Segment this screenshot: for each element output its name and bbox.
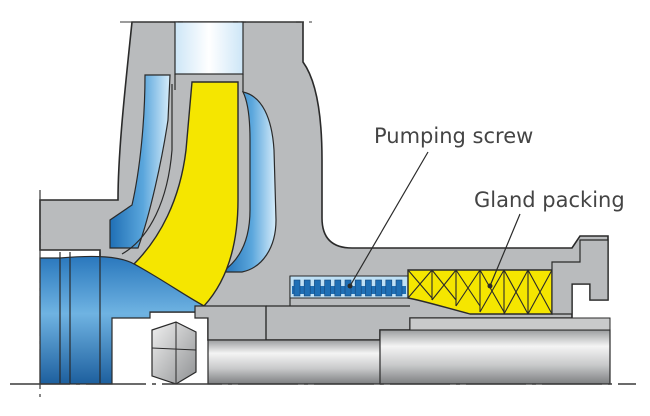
impeller-nut bbox=[151, 321, 197, 385]
pumping-screw-tooth bbox=[303, 279, 311, 297]
pumping-screw-tooth bbox=[354, 279, 362, 297]
pumping-screw-tooth bbox=[395, 279, 403, 297]
gland-packing-leader-dot bbox=[487, 283, 493, 289]
shaft-sleeve bbox=[207, 339, 383, 385]
casing-wall-line bbox=[174, 74, 244, 92]
impeller-nut-edges bbox=[151, 322, 197, 384]
pumping-screw-tooth bbox=[365, 279, 372, 297]
pumping-screw-label: Pumping screw bbox=[374, 124, 533, 148]
pumping-screw-tooth bbox=[375, 279, 382, 297]
pumping-screw-leader bbox=[349, 151, 429, 287]
pumping-screw-tooth bbox=[324, 279, 331, 297]
pumping-screw-tooth bbox=[293, 279, 301, 297]
inlet-fluid-channel bbox=[39, 255, 205, 385]
pumping-screw-tooth bbox=[334, 279, 342, 297]
inlet-top-fluid bbox=[174, 21, 244, 75]
gland-follower bbox=[551, 239, 609, 315]
pumping-screw bbox=[292, 279, 406, 297]
pumping-screw-leader-dot bbox=[347, 283, 353, 289]
impeller-shroud-line bbox=[121, 84, 173, 255]
shaft bbox=[379, 329, 611, 385]
wear-ring-lines bbox=[59, 252, 101, 384]
diffuser-fluid-passage bbox=[220, 91, 277, 273]
gland-packing-leader bbox=[489, 213, 521, 287]
gland-packing-rings bbox=[407, 269, 553, 315]
impeller-hub bbox=[194, 305, 267, 341]
gland-packing-label: Gland packing bbox=[474, 188, 625, 212]
volute-fluid-passage bbox=[109, 74, 171, 249]
pumping-screw-tooth bbox=[314, 279, 321, 297]
pumping-screw-tooth bbox=[385, 279, 393, 297]
shaft-upper bbox=[409, 317, 611, 331]
